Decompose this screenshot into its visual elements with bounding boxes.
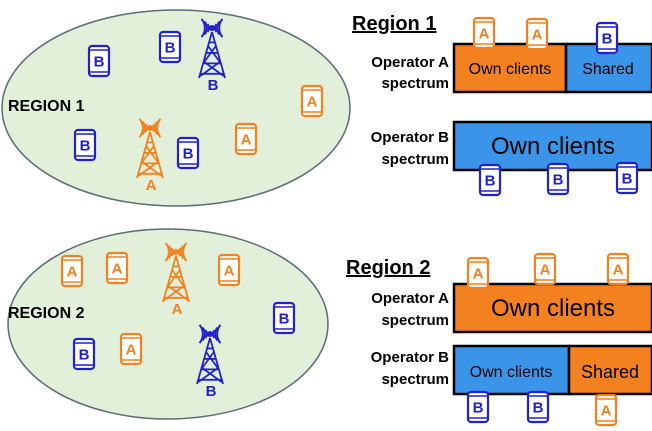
region-2-map-label: REGION 2 bbox=[8, 305, 85, 322]
region-1-tower-b-icon: B bbox=[198, 18, 226, 94]
region-1-operator-a-own-label: Own clients bbox=[469, 61, 552, 78]
region-1-phone-b-2: B bbox=[158, 30, 182, 64]
region-1-spectrum-phone-b-2-letter: B bbox=[485, 173, 496, 190]
region-1-phone-b-2-letter: B bbox=[165, 40, 176, 57]
region-2-spectrum-phone-a-1: A bbox=[466, 256, 490, 290]
region-1-spectrum-phone-b-1: B bbox=[595, 21, 619, 55]
region-1-phone-a-1: A bbox=[300, 84, 324, 118]
region-2-tower-a-icon: A bbox=[162, 242, 190, 318]
region-1-phone-b-3-letter: B bbox=[80, 138, 91, 155]
region-1-operator-a-shared-label: Shared bbox=[582, 61, 634, 78]
region-2-phone-b-2: B bbox=[72, 337, 96, 371]
region-1-phone-a-2: A bbox=[234, 122, 258, 156]
region-1-operator-b-sublabel: spectrum bbox=[381, 151, 449, 168]
region-2-spectrum-phone-a-4: A bbox=[594, 393, 618, 427]
region-2-tower-b-icon: B bbox=[196, 324, 224, 400]
region-2-operator-a-label: Operator A bbox=[371, 290, 449, 307]
region-2-operator-a-own-bar bbox=[452, 282, 652, 334]
icons-layer: B A B B B B A A A A B B B B A B A A A A B B A A A B B A bbox=[60, 16, 639, 427]
region-2-operator-b-shared-label: Shared bbox=[581, 362, 639, 382]
region-2-phone-b-2-letter: B bbox=[79, 347, 90, 364]
region-1-operator-a-sublabel: spectrum bbox=[381, 75, 449, 92]
region-2-phone-a-2: A bbox=[105, 251, 129, 285]
region-2-spectrum: Region 2 Operator A spectrum Own clients… bbox=[346, 257, 652, 396]
region-1-phone-b-4-letter: B bbox=[183, 146, 194, 163]
region-2-tower-a-icon-letter: A bbox=[172, 301, 183, 318]
region-2-operator-b-own-label: Own clients bbox=[470, 364, 553, 381]
region-1-phone-b-3: B bbox=[73, 128, 97, 162]
region-1-spectrum-phone-b-2: B bbox=[478, 163, 502, 197]
region-1-spectrum-phone-a-1: A bbox=[472, 16, 496, 50]
region-2-title: Region 2 bbox=[346, 257, 430, 279]
region-2-phone-a-1: A bbox=[60, 254, 84, 288]
region-2-tower-b-icon-letter: B bbox=[206, 383, 217, 400]
region-1-tower-a-icon-letter: A bbox=[146, 177, 157, 194]
region-2-area bbox=[7, 228, 329, 420]
region-2-operator-b-label: Operator B bbox=[371, 349, 450, 366]
region-1-spectrum-phone-b-3-letter: B bbox=[553, 172, 564, 189]
region-1-phone-b-1: B bbox=[87, 44, 111, 78]
region-2-phone-a-4-letter: A bbox=[126, 342, 137, 359]
region-1-operator-b-own-label: Own clients bbox=[491, 133, 615, 160]
region-2-spectrum-phone-a-4-letter: A bbox=[601, 403, 612, 420]
region-2-spectrum-phone-a-2: A bbox=[533, 252, 557, 286]
region-2-spectrum-phone-a-3-letter: A bbox=[613, 262, 624, 279]
region-2-spectrum-phone-a-1-letter: A bbox=[473, 266, 484, 283]
region-1-spectrum: Region 1 Operator A spectrum Own clients… bbox=[352, 13, 652, 172]
region-2-phone-b-1-letter: B bbox=[279, 311, 290, 328]
region-2-operator-a-sublabel: spectrum bbox=[381, 312, 449, 329]
region-1-operator-a-own-bar bbox=[452, 42, 568, 94]
region-2-spectrum-phone-a-3: A bbox=[606, 252, 630, 286]
region-1-spectrum-phone-a-2-letter: A bbox=[532, 27, 543, 44]
region-2-operator-b-own-bar bbox=[452, 344, 571, 396]
region-2-operator-a-own-label: Own clients bbox=[491, 295, 615, 322]
region-1-operator-a-label: Operator A bbox=[371, 54, 449, 71]
region-1-spectrum-phone-a-1-letter: A bbox=[479, 26, 490, 43]
region-1-title: Region 1 bbox=[352, 13, 436, 35]
region-2-spectrum-phone-b-1-letter: B bbox=[473, 400, 484, 417]
region-2-phone-a-3: A bbox=[217, 253, 241, 287]
region-1-phone-a-2-letter: A bbox=[241, 132, 252, 149]
region-1-phone-b-4: B bbox=[176, 136, 200, 170]
region-2-phone-a-1-letter: A bbox=[67, 264, 78, 281]
region-2-phone-a-4: A bbox=[119, 332, 143, 366]
region-1-phone-a-1-letter: A bbox=[307, 94, 318, 111]
region-1-spectrum-phone-b-3: B bbox=[546, 162, 570, 196]
region-1-spectrum-phone-b-4: B bbox=[615, 161, 639, 195]
region-1-tower-b-icon-letter: B bbox=[208, 77, 219, 94]
region-2-phone-b-1: B bbox=[272, 301, 296, 335]
region-1-phone-b-1-letter: B bbox=[94, 54, 105, 71]
region-2-spectrum-phone-b-2: B bbox=[526, 390, 550, 424]
region-2-operator-b-shared-bar bbox=[567, 344, 652, 396]
region-2-spectrum-phone-b-2-letter: B bbox=[533, 400, 544, 417]
region-2-map: REGION 2 bbox=[7, 228, 329, 420]
region-2-spectrum-phone-b-1: B bbox=[466, 390, 490, 424]
region-2-phone-a-2-letter: A bbox=[112, 261, 123, 278]
region-2-spectrum-phone-a-2-letter: A bbox=[540, 262, 551, 279]
region-2-phone-a-3-letter: A bbox=[224, 263, 235, 280]
region-1-spectrum-phone-b-1-letter: B bbox=[602, 31, 613, 48]
region-1-operator-b-label: Operator B bbox=[371, 129, 450, 146]
region-2-operator-b-sublabel: spectrum bbox=[381, 371, 449, 388]
region-1-spectrum-phone-a-2: A bbox=[525, 17, 549, 51]
region-1-map-label: REGION 1 bbox=[8, 98, 85, 115]
region-1-spectrum-phone-b-4-letter: B bbox=[622, 171, 633, 188]
region-1-tower-a-icon: A bbox=[136, 118, 164, 194]
